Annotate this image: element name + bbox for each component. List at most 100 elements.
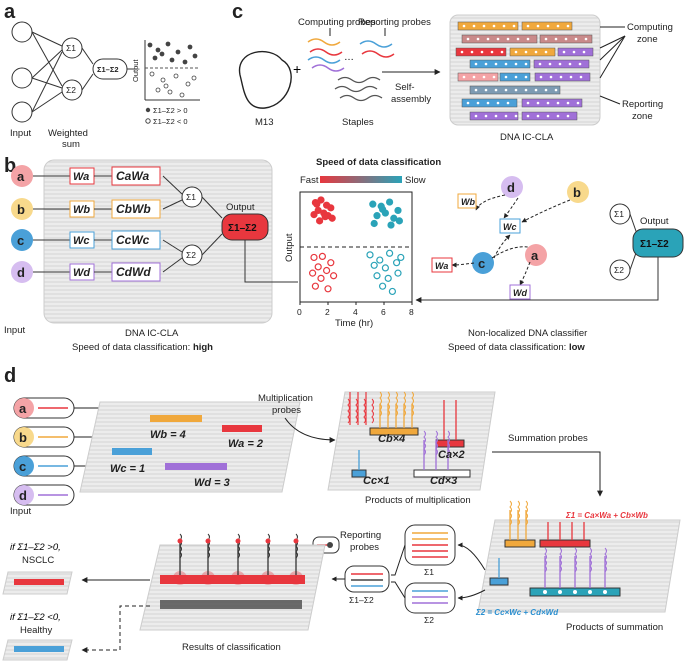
board-to-chart-connector: [244, 240, 298, 283]
weight-c-box: [499, 218, 521, 234]
origami-probe: [557, 47, 594, 57]
input-letter: b: [19, 430, 27, 445]
probe-hairpin: [517, 500, 520, 526]
sigma2-box-label: Σ2: [424, 615, 434, 625]
origami-bead: [484, 62, 488, 66]
origami-bead: [514, 50, 518, 54]
origami-bead: [556, 101, 560, 105]
sum-arrow: [492, 451, 603, 497]
mult-probes-label-2: probes: [272, 405, 301, 416]
sigma1-label: Σ1: [66, 43, 76, 53]
sigma1-strands: [412, 532, 448, 558]
probe-hairpin: [604, 547, 607, 573]
origami-bead: [504, 75, 508, 79]
data-point: [311, 282, 319, 290]
x-tick-label: 2: [325, 307, 330, 317]
summation-probes-label: Summation probes: [508, 433, 588, 444]
origami-probe: [457, 21, 519, 31]
node-c: c: [478, 256, 485, 271]
origami-bead: [568, 62, 572, 66]
origami-bead: [538, 62, 542, 66]
origami-bead: [562, 50, 566, 54]
mini-dot: [159, 51, 165, 57]
origami-bead: [482, 75, 486, 79]
probe-hairpin: [267, 533, 270, 559]
classifier-to-chart-connector: [415, 257, 659, 303]
right-output-node-label: Σ1–Σ2: [640, 239, 669, 250]
arrow-healthy: [81, 605, 150, 653]
computing-probes-label: Computing probes: [298, 17, 376, 28]
origami-bead: [472, 75, 476, 79]
data-point: [318, 252, 326, 261]
origami-bead: [566, 101, 570, 105]
probe-hairpin: [379, 391, 382, 417]
glow: [289, 571, 303, 585]
input-node: [14, 456, 34, 476]
probe-hairpin: [237, 533, 240, 559]
panel-a-network: [11, 21, 137, 123]
origami-bead: [494, 114, 498, 118]
origami-bead: [486, 101, 490, 105]
origami-bead: [506, 101, 510, 105]
mini-dot: [175, 49, 181, 55]
input-letter: d: [17, 265, 25, 280]
sigma2-text: Σ2: [614, 265, 624, 275]
legend-fast: Fast: [300, 175, 319, 186]
data-point: [324, 285, 332, 293]
reporting-label-1: Reporting: [340, 530, 381, 541]
probe-base: [539, 539, 591, 548]
data-point: [393, 259, 401, 267]
reporting-probe-dot: [327, 542, 333, 548]
sigma2-box: [404, 582, 456, 614]
weight-b-label: Wb = 4: [150, 429, 186, 441]
data-point: [387, 221, 395, 229]
origami-bead: [534, 50, 538, 54]
products-sum-board: [477, 519, 681, 613]
mini-dot: [179, 92, 185, 98]
probe-hairpin: [403, 391, 406, 417]
node-b: b: [573, 185, 581, 200]
origami-bead: [582, 50, 586, 54]
input-letter: b: [17, 202, 25, 217]
weight-label: Wb: [73, 204, 90, 216]
weight-a-box: [431, 257, 453, 273]
origami-bead: [502, 24, 506, 28]
results-board: [139, 544, 326, 631]
glow: [201, 571, 215, 585]
origami-probe: [533, 59, 590, 69]
origami-bead: [524, 50, 528, 54]
nsclc-label: NSCLC: [22, 555, 54, 566]
sigma2-to-diff: [391, 581, 406, 599]
data-point: [330, 272, 338, 280]
data-point: [388, 287, 396, 296]
product-box: [111, 199, 161, 219]
mini-axis-y: Output: [131, 59, 140, 82]
origami-bead: [526, 24, 530, 28]
input-node: [11, 101, 33, 123]
probe-hairpin: [179, 533, 182, 559]
plus-sign: +: [293, 61, 301, 77]
sum-spikes: [489, 500, 621, 597]
mini-dot: [165, 41, 171, 47]
data-point: [317, 196, 325, 204]
probe-hairpin: [207, 533, 210, 559]
computing-probes: [307, 38, 345, 72]
input-label: Input: [4, 325, 25, 336]
weight-a-text: Wa: [435, 261, 448, 271]
origami-bead: [526, 37, 530, 41]
origami-bead: [472, 24, 476, 28]
input-label: Input: [10, 128, 31, 139]
origami-bead: [506, 37, 510, 41]
weight-a-label: Wa = 2: [228, 438, 263, 450]
right-output-label: Output: [640, 216, 669, 227]
input-node: [14, 427, 34, 447]
origami-bead: [574, 37, 578, 41]
sum2-equation: Σ2 = Cc×Wc + Cd×Wd: [475, 608, 559, 617]
probe-hairpin: [371, 398, 374, 424]
origami-bead: [558, 62, 562, 66]
origami-bead: [569, 75, 573, 79]
origami-bead: [554, 37, 558, 41]
origami-probe: [461, 98, 518, 108]
m13-loop: [239, 50, 292, 109]
